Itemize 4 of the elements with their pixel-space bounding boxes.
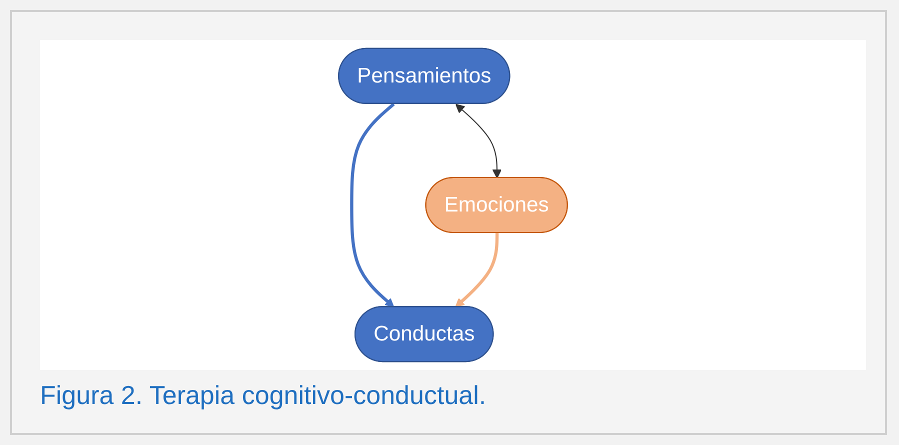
arrow xyxy=(350,102,395,308)
arrow xyxy=(455,233,499,308)
arrow xyxy=(455,104,502,178)
caption: Figura 2. Terapia cognitivo-conductual. xyxy=(40,380,486,411)
